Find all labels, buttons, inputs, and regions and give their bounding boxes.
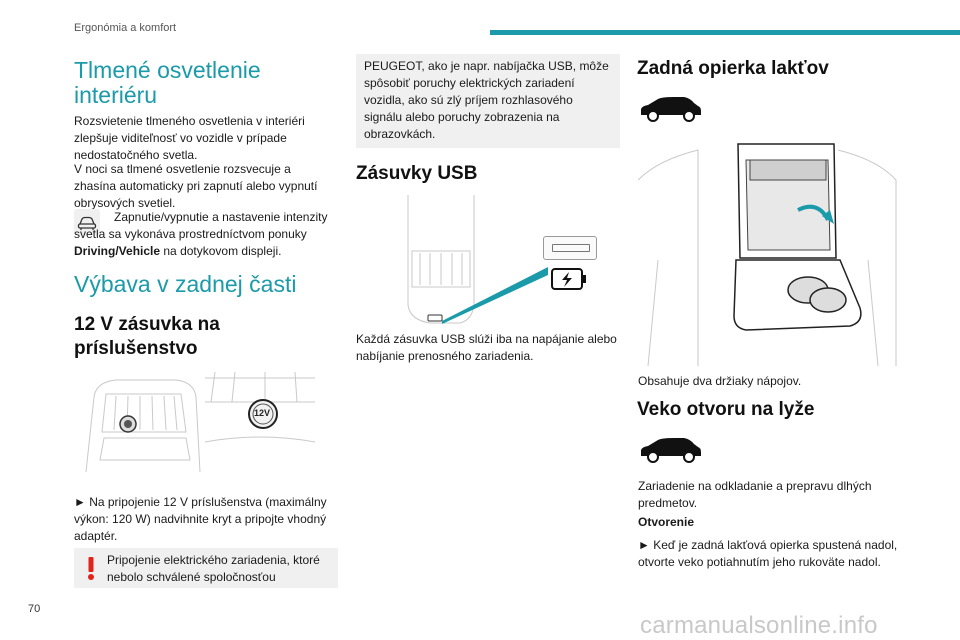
paragraph-ski-hatch: Zariadenie na odkladanie a prepravu dlhý… xyxy=(638,479,872,510)
title-interior-lighting: Tlmené osvetlenie interiéru xyxy=(74,57,261,108)
paragraph-12v-instructions: ► Na pripojenie 12 V príslušenstva (maxi… xyxy=(74,495,327,543)
warning-icon xyxy=(84,555,98,581)
heading-usb-sockets: Zásuvky USB xyxy=(356,163,478,184)
paragraph-lighting-intro: Rozsvietenie tlmeného osvetlenia v inter… xyxy=(74,114,305,162)
paragraph-lighting-control: Zapnutie/vypnutie a nastavenie intenzity… xyxy=(74,210,328,258)
warning-box: Pripojenie elektrického zariadenia, ktor… xyxy=(74,548,338,588)
paragraph-lighting-night: V noci sa tlmené osvetlenie rozsvecuje a… xyxy=(74,162,318,210)
heading-rear-armrest: Zadná opierka lakťov xyxy=(637,58,829,79)
car-suv-icon xyxy=(638,95,704,123)
page-number: 70 xyxy=(28,603,41,615)
subheading-opening: Otvorenie xyxy=(638,515,695,529)
image-12v-socket: 12V xyxy=(204,371,316,472)
note-box-continued: PEUGEOT, ako je napr. nabíjačka USB, môž… xyxy=(356,54,620,148)
note-text: PEUGEOT, ako je napr. nabíjačka USB, môž… xyxy=(364,59,609,141)
battery-charging-icon xyxy=(551,268,587,290)
heading-12v-socket: 12 V zásuvka na príslušenstvo xyxy=(74,314,220,359)
image-usb-sockets xyxy=(400,195,600,325)
car-interior-icon xyxy=(74,209,100,235)
image-rear-console xyxy=(76,372,202,473)
section-label: Ergonómia a komfort xyxy=(74,22,177,34)
paragraph-armrest: Obsahuje dva držiaky nápojov. xyxy=(638,374,802,388)
heading-ski-hatch: Veko otvoru na lyže xyxy=(637,399,815,420)
header-accent-bar xyxy=(490,30,960,35)
warning-text: Pripojenie elektrického zariadenia, ktor… xyxy=(107,553,320,584)
socket-12v-label: 12V xyxy=(254,408,271,418)
watermark: carmanualsonline.info xyxy=(640,612,878,639)
title-rear-equipment: Výbava v zadnej časti xyxy=(74,271,297,297)
paragraph-usb: Každá zásuvka USB slúži iba na napájanie… xyxy=(356,332,617,363)
usb-port-icon xyxy=(543,236,597,260)
image-armrest xyxy=(637,140,898,367)
paragraph-opening: ► Keď je zadná lakťová opierka spustená … xyxy=(638,538,898,569)
car-suv-icon xyxy=(638,436,704,464)
